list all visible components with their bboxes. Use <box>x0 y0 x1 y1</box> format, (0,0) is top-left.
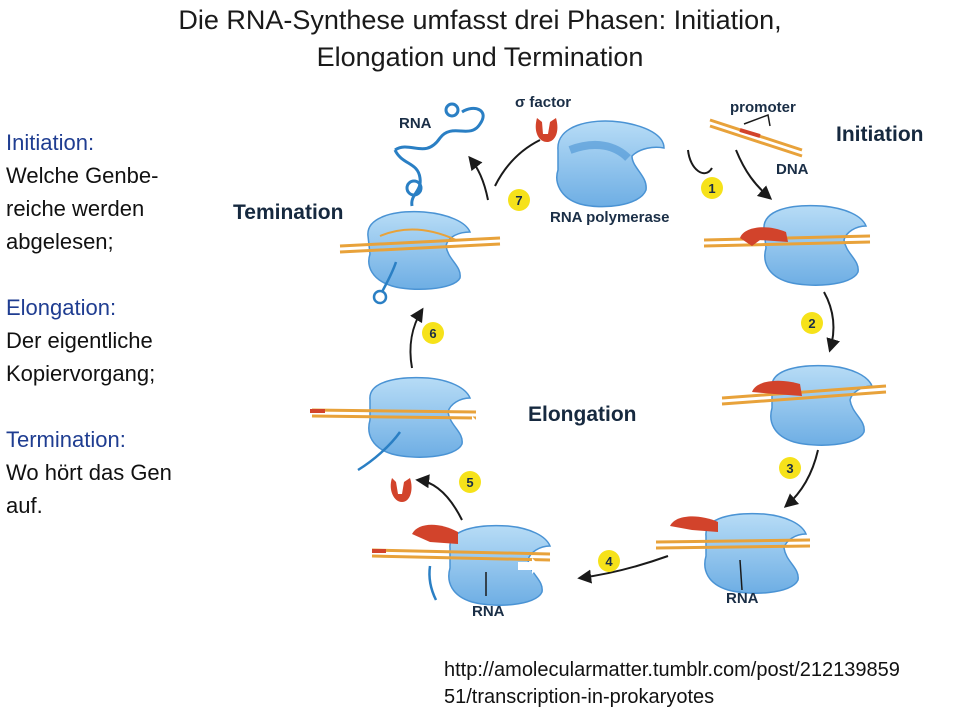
initiation-phase-label: Initiation <box>836 123 924 146</box>
promoter-label: promoter <box>730 99 796 116</box>
svg-text:5: 5 <box>466 475 473 490</box>
step-badge-3: 3 <box>779 457 801 479</box>
termination-description: Termination: Wo hört das Gen auf. <box>6 423 221 522</box>
rna-polymerase-label: RNA polymerase <box>550 209 670 226</box>
polymerase-elongation-right <box>721 364 887 446</box>
initiation-text-line-3: abgelesen; <box>6 229 114 254</box>
arrow-step-6 <box>409 307 424 369</box>
arrow-step-1 <box>735 149 773 200</box>
arrow-step-7 <box>468 155 489 201</box>
dna-label: DNA <box>776 161 809 178</box>
phase-description-list: Initiation: Welche Genbe- reiche werden … <box>6 126 221 555</box>
sigma-factor-label: σ factor <box>515 94 571 111</box>
source-url-line-1: http://amolecularmatter.tumblr.com/post/… <box>444 659 900 681</box>
slide-title: Die RNA-Synthese umfasst drei Phasen: In… <box>40 2 920 76</box>
termination-text-line-1: Wo hört das Gen <box>6 460 172 485</box>
released-rna <box>393 102 485 207</box>
elongation-description: Elongation: Der eigentliche Kopiervorgan… <box>6 291 221 390</box>
termination-phase-label: Temination <box>233 201 343 224</box>
svg-text:1: 1 <box>708 181 715 196</box>
promoter-dna <box>709 113 803 158</box>
arrow-step-2 <box>823 291 840 353</box>
arrow-step-5 <box>415 474 463 521</box>
rna-label-top: RNA <box>399 115 432 132</box>
termination-text-line-2: auf. <box>6 493 43 518</box>
polymerase-initiation <box>703 204 871 286</box>
elongation-text-line-2: Kopiervorgang; <box>6 361 156 386</box>
free-rna-polymerase <box>556 120 665 208</box>
step-badge-1: 1 <box>701 177 723 199</box>
sigma-factor-released <box>390 478 412 502</box>
title-line-2: Elongation und Termination <box>316 42 644 72</box>
source-url-line-2: 51/transcription-in-prokaryotes <box>444 686 715 708</box>
step-badge-6: 6 <box>422 322 444 344</box>
initiation-heading: Initiation: <box>6 130 95 155</box>
termination-heading: Termination: <box>6 427 126 452</box>
step-badge-2: 2 <box>801 312 823 334</box>
elongation-phase-label: Elongation <box>528 403 637 426</box>
step-badge-7: 7 <box>508 189 530 211</box>
polymerase-elongation-bottom-right <box>655 512 811 594</box>
elongation-heading: Elongation: <box>6 295 117 320</box>
source-citation: http://amolecularmatter.tumblr.com/post/… <box>444 657 900 711</box>
initiation-text-line-1: Welche Genbe- <box>6 163 159 188</box>
step-badge-4: 4 <box>598 550 620 572</box>
svg-text:6: 6 <box>429 326 436 341</box>
arrow-step-1-merge <box>687 149 713 175</box>
svg-text:3: 3 <box>786 461 793 476</box>
rna-label-bottom-left: RNA <box>472 603 505 620</box>
elongation-text-line-1: Der eigentliche <box>6 328 153 353</box>
svg-text:7: 7 <box>515 193 522 208</box>
step-badge-5: 5 <box>459 471 481 493</box>
initiation-text-line-2: reiche werden <box>6 196 145 221</box>
rna-label-bottom-right: RNA <box>726 590 759 607</box>
title-line-1: Die RNA-Synthese umfasst drei Phasen: In… <box>178 5 782 35</box>
svg-text:2: 2 <box>808 316 815 331</box>
initiation-description: Initiation: Welche Genbe- reiche werden … <box>6 126 221 258</box>
arrow-step-4 <box>577 555 669 584</box>
polymerase-elongation-bottom-left <box>371 524 552 606</box>
sigma-factor-free <box>535 118 558 142</box>
svg-text:4: 4 <box>605 554 613 569</box>
polymerase-termination <box>339 210 501 305</box>
arrow-step-7-branch <box>494 139 541 187</box>
polymerase-elongation-left <box>310 376 480 472</box>
arrow-step-3 <box>783 449 819 508</box>
